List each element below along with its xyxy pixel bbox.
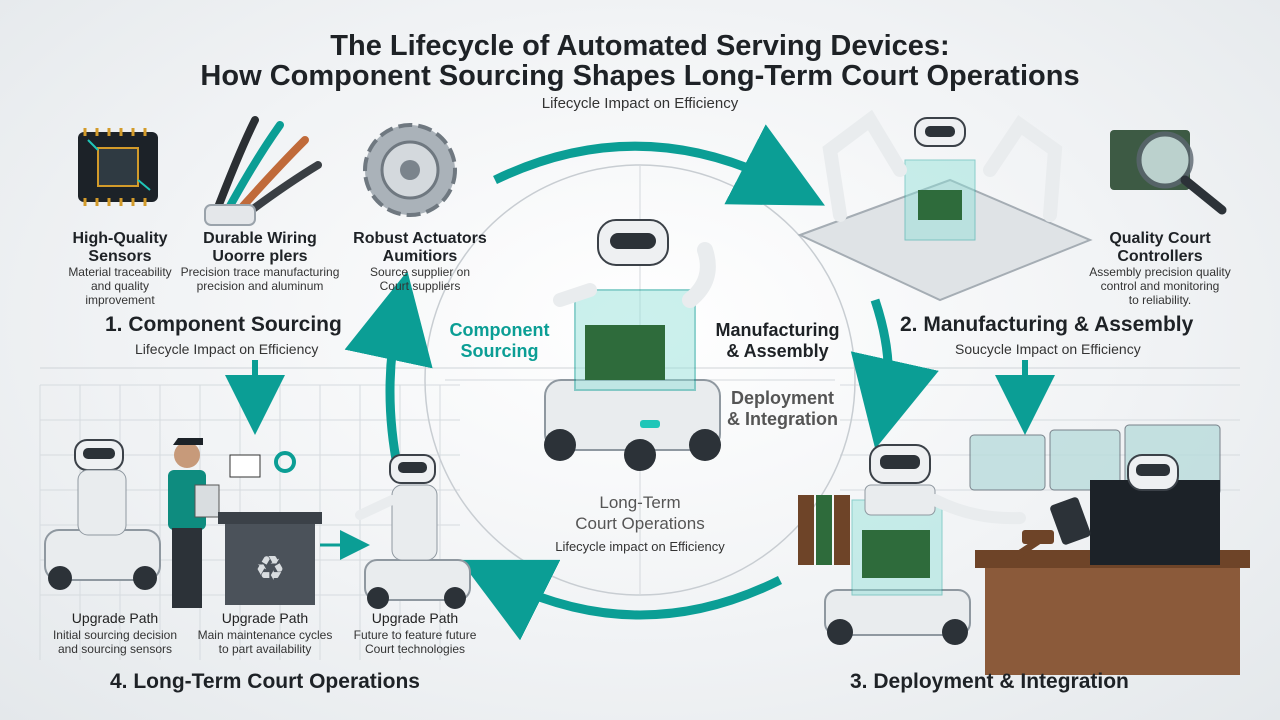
title-line-2: How Component Sourcing Shapes Long-Term … — [200, 60, 1080, 92]
subtitle: Lifecycle Impact on Efficiency — [541, 95, 739, 112]
upgrade-desc-3: Future to feature future Court technolog… — [353, 628, 477, 656]
courtroom-scene — [798, 424, 1250, 675]
arrow-left — [344, 270, 433, 471]
stage-4-title: 4. Long-Term Court Operations — [110, 670, 420, 693]
central-robot — [544, 219, 721, 471]
center-deployment: Deployment & Integration — [727, 388, 838, 429]
actuator-gear-icon — [363, 123, 457, 217]
title-line-1: The Lifecycle of Automated Serving Devic… — [330, 30, 950, 62]
stage-1-title: 1. Component Sourcing — [105, 313, 342, 336]
arrow-right — [850, 298, 939, 449]
stage-3-title: 3. Deployment & Integration — [850, 670, 1129, 693]
arrow-top — [493, 124, 825, 206]
upgrade-desc-1: Initial sourcing decision and sourcing s… — [52, 628, 178, 656]
stage-1-sub: Lifecycle Impact on Efficiency — [135, 341, 319, 357]
component-desc-wiring: Precision trace manufacturing precision … — [180, 265, 340, 293]
stage-2-title: 2. Manufacturing & Assembly — [900, 313, 1194, 336]
assembly-line-icon — [797, 109, 1093, 302]
upgrade-title-1: Upgrade Path — [71, 610, 159, 626]
upgrade-title-2: Upgrade Path — [221, 610, 309, 626]
quality-desc: Assembly precision quality control and m… — [1089, 265, 1231, 307]
component-desc-sensors: Material traceability and quality improv… — [68, 265, 172, 307]
stage-2-sub: Soucycle Impact on Efficiency — [955, 341, 1141, 357]
component-title-wiring: Durable Wiring Uoorre plers — [203, 230, 317, 265]
svg-text:♻: ♻ — [255, 549, 285, 589]
component-desc-actuators: Source supplier on Court suppliers — [369, 265, 471, 293]
upgrade-desc-2: Main maintenance cycles to part availabi… — [197, 628, 333, 656]
center-long-term: Long-Term Court Operations — [575, 493, 705, 533]
quality-title: Quality Court Controllers — [1109, 230, 1211, 265]
component-title-actuators: Robust Actuators Aumitiors — [353, 230, 487, 265]
center-long-term-sub: Lifecycle impact on Efficiency — [555, 539, 725, 554]
sensor-chip-icon — [78, 128, 158, 206]
arrow-bottom — [459, 559, 783, 641]
wiring-icon — [204, 116, 322, 226]
center-manufacturing: Manufacturing & Assembly — [715, 320, 840, 361]
upgrade-title-3: Upgrade Path — [371, 610, 459, 626]
upgrade-robot — [355, 454, 471, 609]
component-title-sensors: High-Quality Sensors — [72, 230, 168, 265]
magnifier-icon — [1110, 130, 1227, 215]
maintenance-scene: ♻ — [44, 438, 322, 608]
center-component-sourcing: Component Sourcing — [449, 320, 550, 361]
